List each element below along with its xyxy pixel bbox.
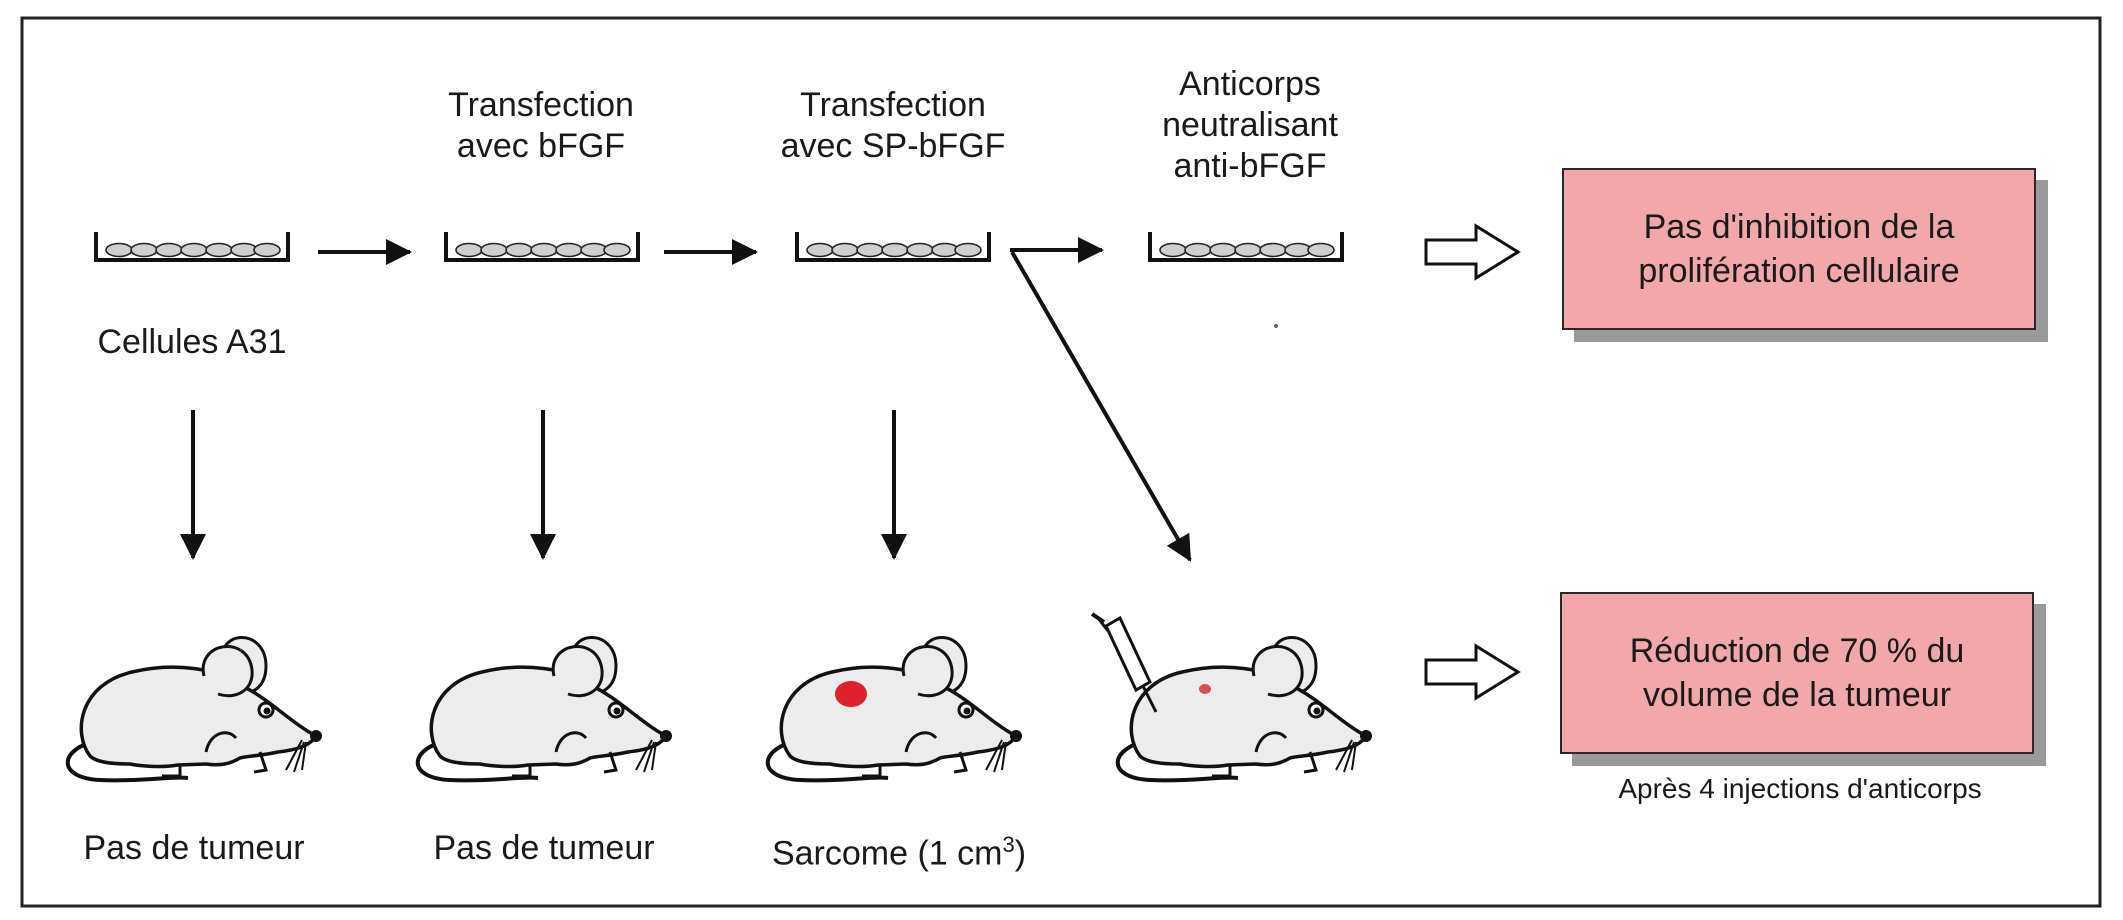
label-outcome-1: Pas de tumeur bbox=[83, 829, 305, 867]
sarcome-text: Sarcome (1 cm bbox=[771, 834, 1003, 873]
syringe-icon bbox=[1090, 612, 1158, 713]
result-top-line2: prolifération cellulaire bbox=[1638, 252, 1960, 290]
result-box-tumor-reduction: Réduction de 70 % du volume de la tumeur bbox=[1560, 592, 2034, 754]
step3-line1: Transfection bbox=[800, 86, 986, 124]
result-bottom-line1: Réduction de 70 % du bbox=[1629, 632, 1965, 670]
sarcome-superscript: 3 bbox=[1002, 832, 1015, 857]
culture-dish-4 bbox=[1148, 230, 1344, 262]
label-apres-injections: Après 4 injections d'anticorps bbox=[1618, 773, 1982, 804]
mouse-1 bbox=[65, 635, 324, 783]
step2-line2: avec bFGF bbox=[456, 127, 626, 165]
step4-line3: anti-bFGF bbox=[1173, 147, 1327, 185]
sarcome-close: ) bbox=[1014, 834, 1027, 873]
label-anticorps: Anticorps neutralisant anti-bFGF bbox=[1120, 64, 1380, 187]
label-outcome-2: Pas de tumeur bbox=[433, 829, 655, 867]
frame bbox=[20, 16, 2102, 908]
culture-dish-2 bbox=[444, 230, 640, 262]
result-bottom-line2: volume de la tumeur bbox=[1642, 676, 1952, 714]
mouse-2 bbox=[415, 635, 674, 783]
hollow-arrow-bottom bbox=[1424, 643, 1521, 701]
step2-line1: Transfection bbox=[448, 86, 634, 124]
label-transfection-sp-bfgf: Transfection avec SP-bFGF bbox=[753, 85, 1033, 167]
label-outcome-3: Sarcome (1 cm3) bbox=[734, 824, 1064, 874]
result-box-no-inhibition: Pas d'inhibition de la prolifération cel… bbox=[1562, 168, 2036, 330]
step4-line2: neutralisant bbox=[1162, 106, 1338, 144]
label-transfection-bfgf: Transfection avec bFGF bbox=[421, 85, 661, 167]
arrow-dish3-to-mouse4 bbox=[1010, 250, 1192, 562]
tumor-large bbox=[835, 681, 867, 707]
mouse-3 bbox=[765, 635, 1024, 783]
hollow-arrow-top bbox=[1424, 223, 1521, 281]
culture-dish-1 bbox=[94, 230, 290, 262]
step3-line2: avec SP-bFGF bbox=[780, 127, 1006, 165]
culture-dish-3 bbox=[795, 230, 991, 262]
tumor-small bbox=[1199, 684, 1211, 694]
step4-line1: Anticorps bbox=[1179, 65, 1321, 103]
result-top-line1: Pas d'inhibition de la bbox=[1643, 208, 1955, 246]
speck bbox=[1274, 324, 1278, 328]
label-cellules-a31: Cellules A31 bbox=[97, 323, 287, 361]
